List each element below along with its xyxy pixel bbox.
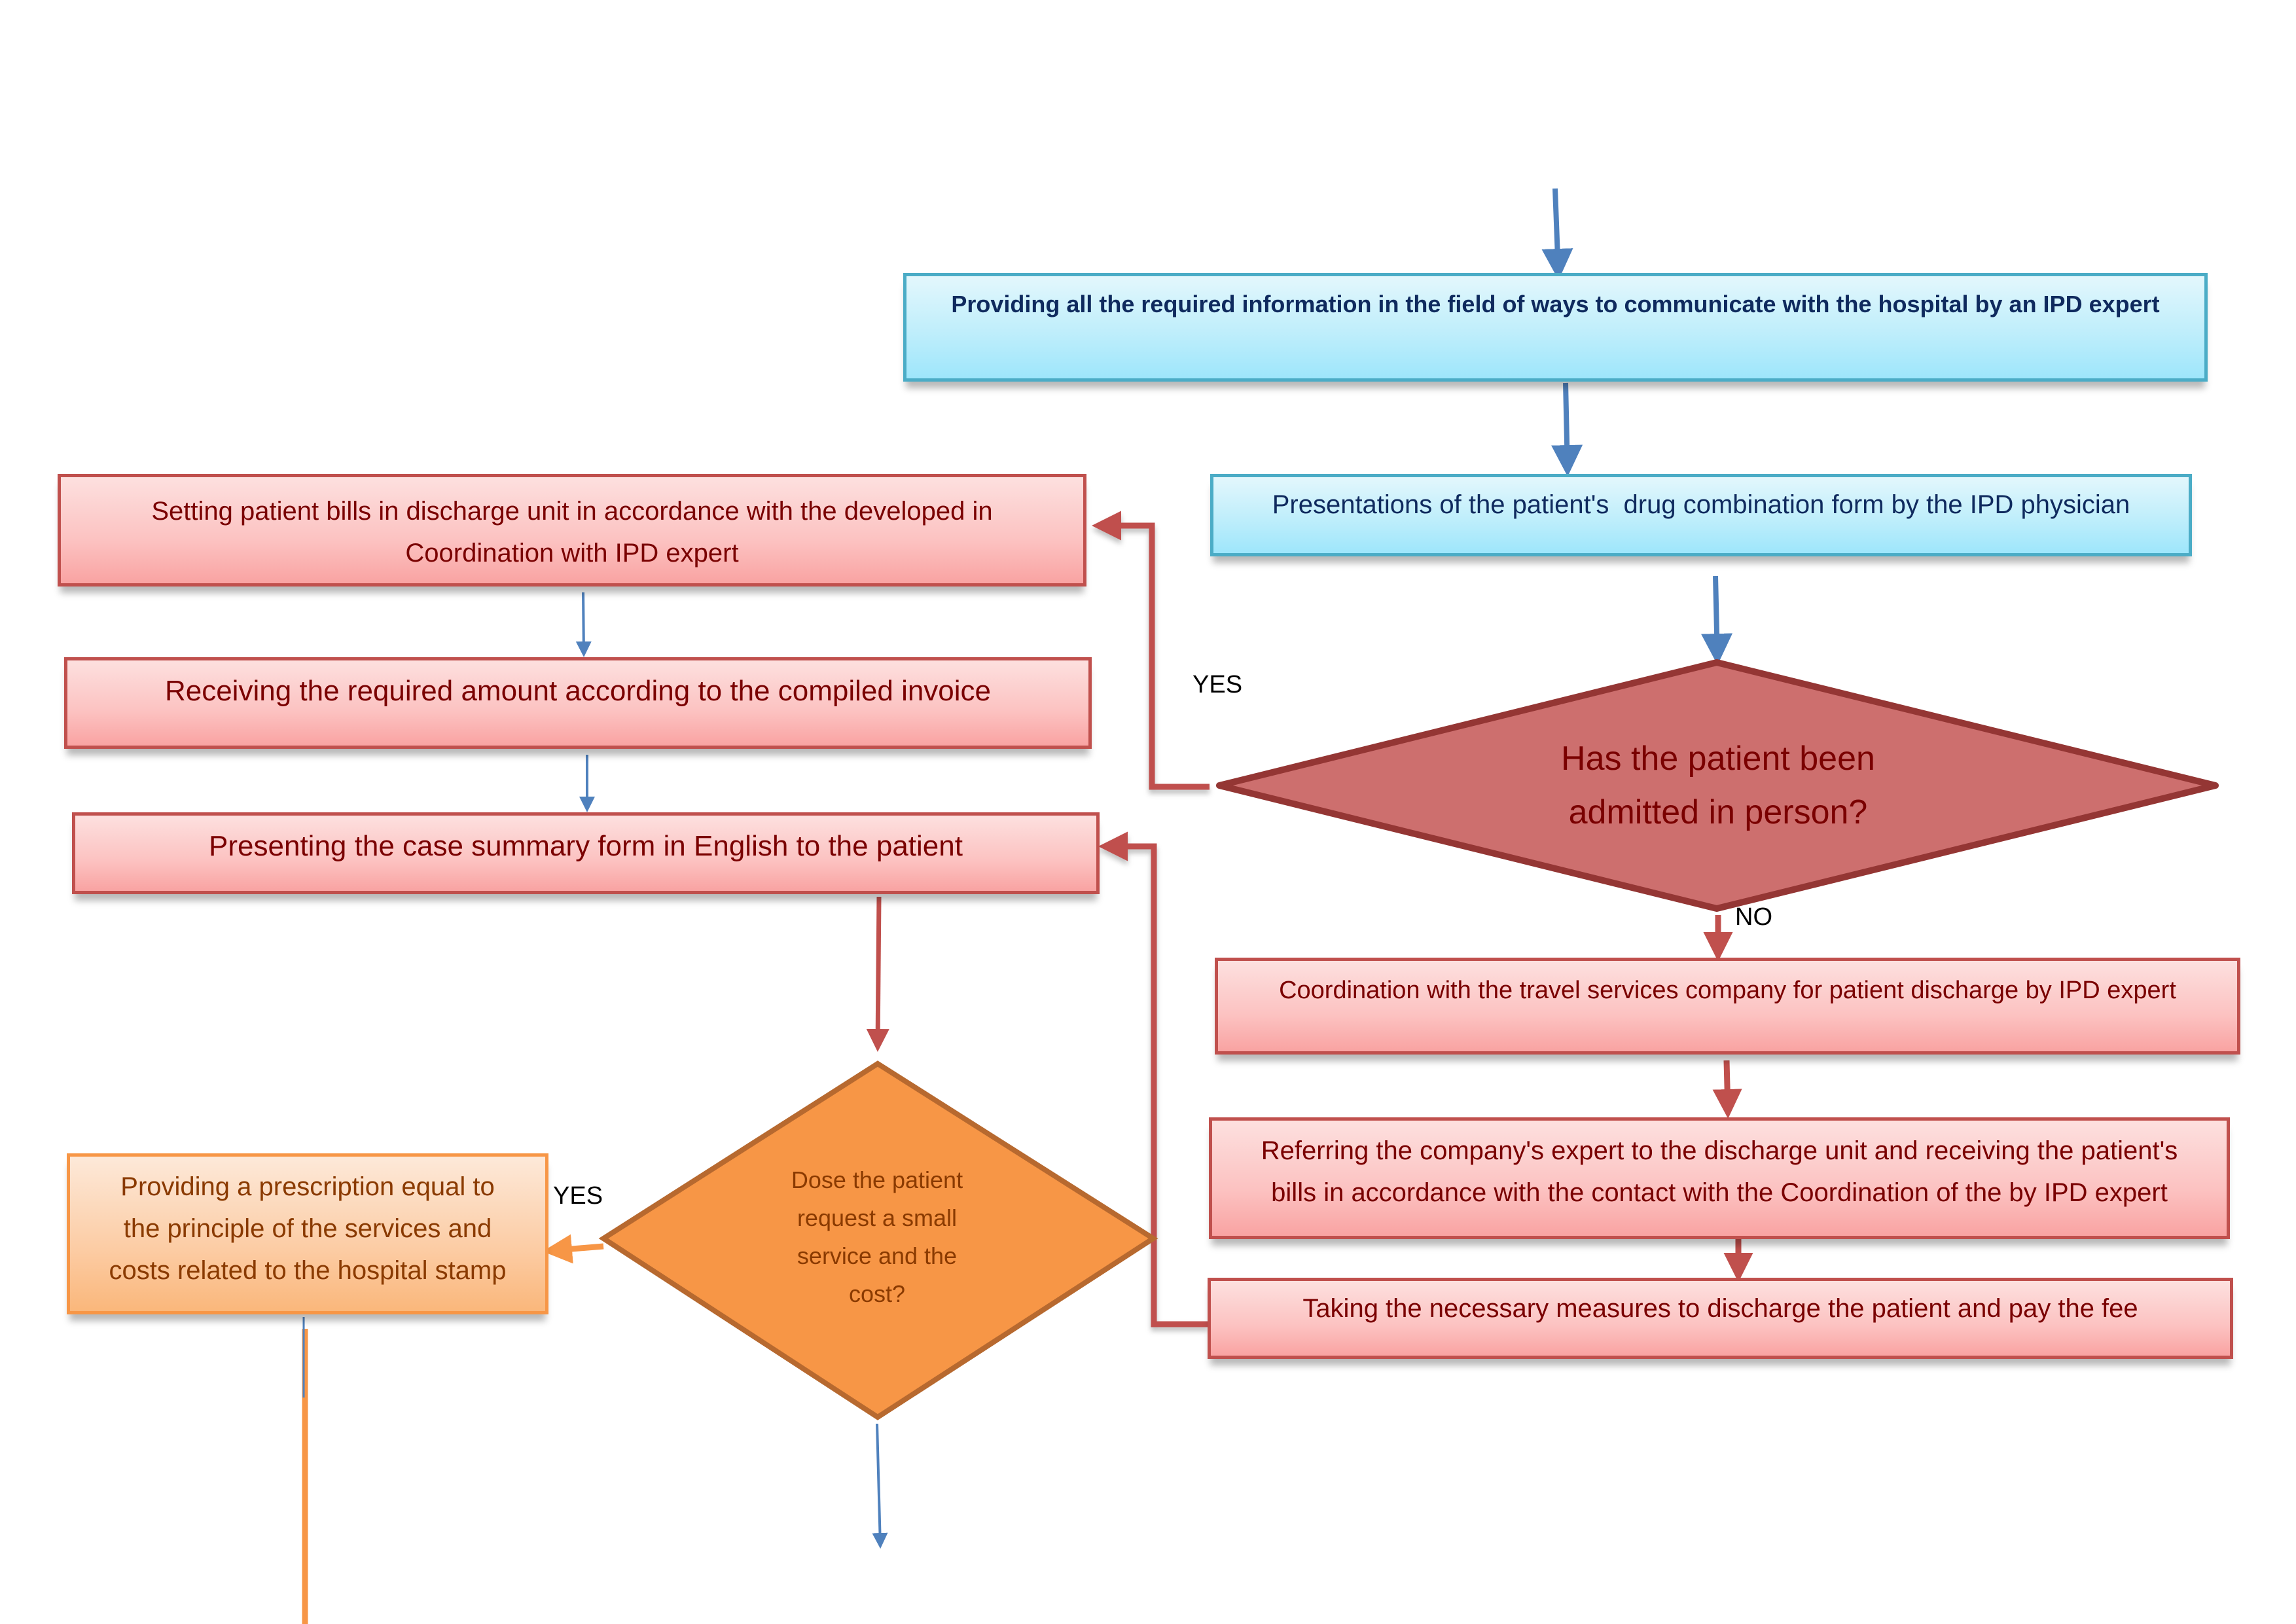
arrow-small-service-no (872, 1423, 888, 1549)
step-case-summary-text: Presenting the case summary form in Engl… (209, 830, 963, 862)
decision-small-service (598, 1060, 1158, 1420)
step-prescription: Providing a prescription equal to the pr… (67, 1153, 548, 1314)
step-coord-travel: Coordination with the travel services co… (1215, 958, 2240, 1055)
label-admitted-no: NO (1735, 903, 1772, 931)
step-setting-bills-line1: Setting patient bills in discharge unit … (151, 497, 993, 526)
arrow-coord-to-referring (1712, 1060, 1742, 1119)
step-provide-info: Providing all the required information i… (903, 273, 2208, 382)
arrow-bills-to-receiving (575, 592, 592, 657)
decision-small-service-line3: service and the (797, 1242, 958, 1269)
arrow-info-to-drugform (1551, 382, 1583, 477)
step-setting-bills: Setting patient bills in discharge unit … (58, 474, 1086, 586)
step-drug-form: Presentations of the patient's drug comb… (1210, 474, 2192, 556)
step-prescription-line3: costs related to the hospital stamp (109, 1256, 507, 1285)
arrow-admitted-yes (1092, 511, 1210, 790)
arrow-summary-to-decision (866, 896, 889, 1052)
step-referring-expert-line1: Referring the company's expert to the di… (1261, 1136, 2178, 1165)
arrow-entry (1541, 188, 1573, 280)
arrow-small-service-yes (543, 1234, 604, 1264)
step-case-summary: Presenting the case summary form in Engl… (72, 812, 1100, 894)
decision-admitted-in-person (1216, 659, 2219, 912)
step-referring-expert-line2: bills in accordance with the contact wit… (1271, 1178, 2168, 1207)
step-drug-form-text: Presentations of the patient's drug comb… (1272, 490, 2130, 519)
step-referring-expert: Referring the company's expert to the di… (1209, 1117, 2230, 1239)
step-setting-bills-line2: Coordination with IPD expert (405, 539, 739, 568)
decision-small-service-text: Dose the patient request a small service… (746, 1159, 1008, 1316)
arrow-measures-to-summary (1098, 831, 1208, 1327)
step-receiving-amount-text: Receiving the required amount according … (164, 675, 992, 707)
step-provide-info-text: Providing all the required information i… (951, 291, 2160, 317)
step-taking-measures: Taking the necessary measures to dischar… (1208, 1278, 2233, 1359)
step-receiving-amount: Receiving the required amount according … (64, 657, 1092, 749)
decision-admitted-line1: Has the patient been (1561, 740, 1875, 778)
decision-small-service-line2: request a small (797, 1204, 958, 1231)
decision-small-service-line1: Dose the patient (791, 1166, 963, 1193)
label-admitted-yes: YES (1193, 671, 1243, 698)
decision-admitted-line2: admitted in person? (1568, 793, 1868, 831)
step-prescription-line1: Providing a prescription equal to (120, 1172, 495, 1201)
arrow-drugform-to-decision (1701, 575, 1733, 665)
step-coord-travel-text: Coordination with the travel services co… (1279, 977, 2176, 1004)
decision-admitted-text: Has the patient been admitted in person? (1473, 730, 1964, 841)
step-prescription-line2: the principle of the services and (123, 1214, 492, 1243)
decision-small-service-line4: cost? (848, 1280, 906, 1307)
label-small-service-yes: YES (553, 1182, 603, 1210)
step-taking-measures-text: Taking the necessary measures to dischar… (1302, 1294, 2138, 1323)
